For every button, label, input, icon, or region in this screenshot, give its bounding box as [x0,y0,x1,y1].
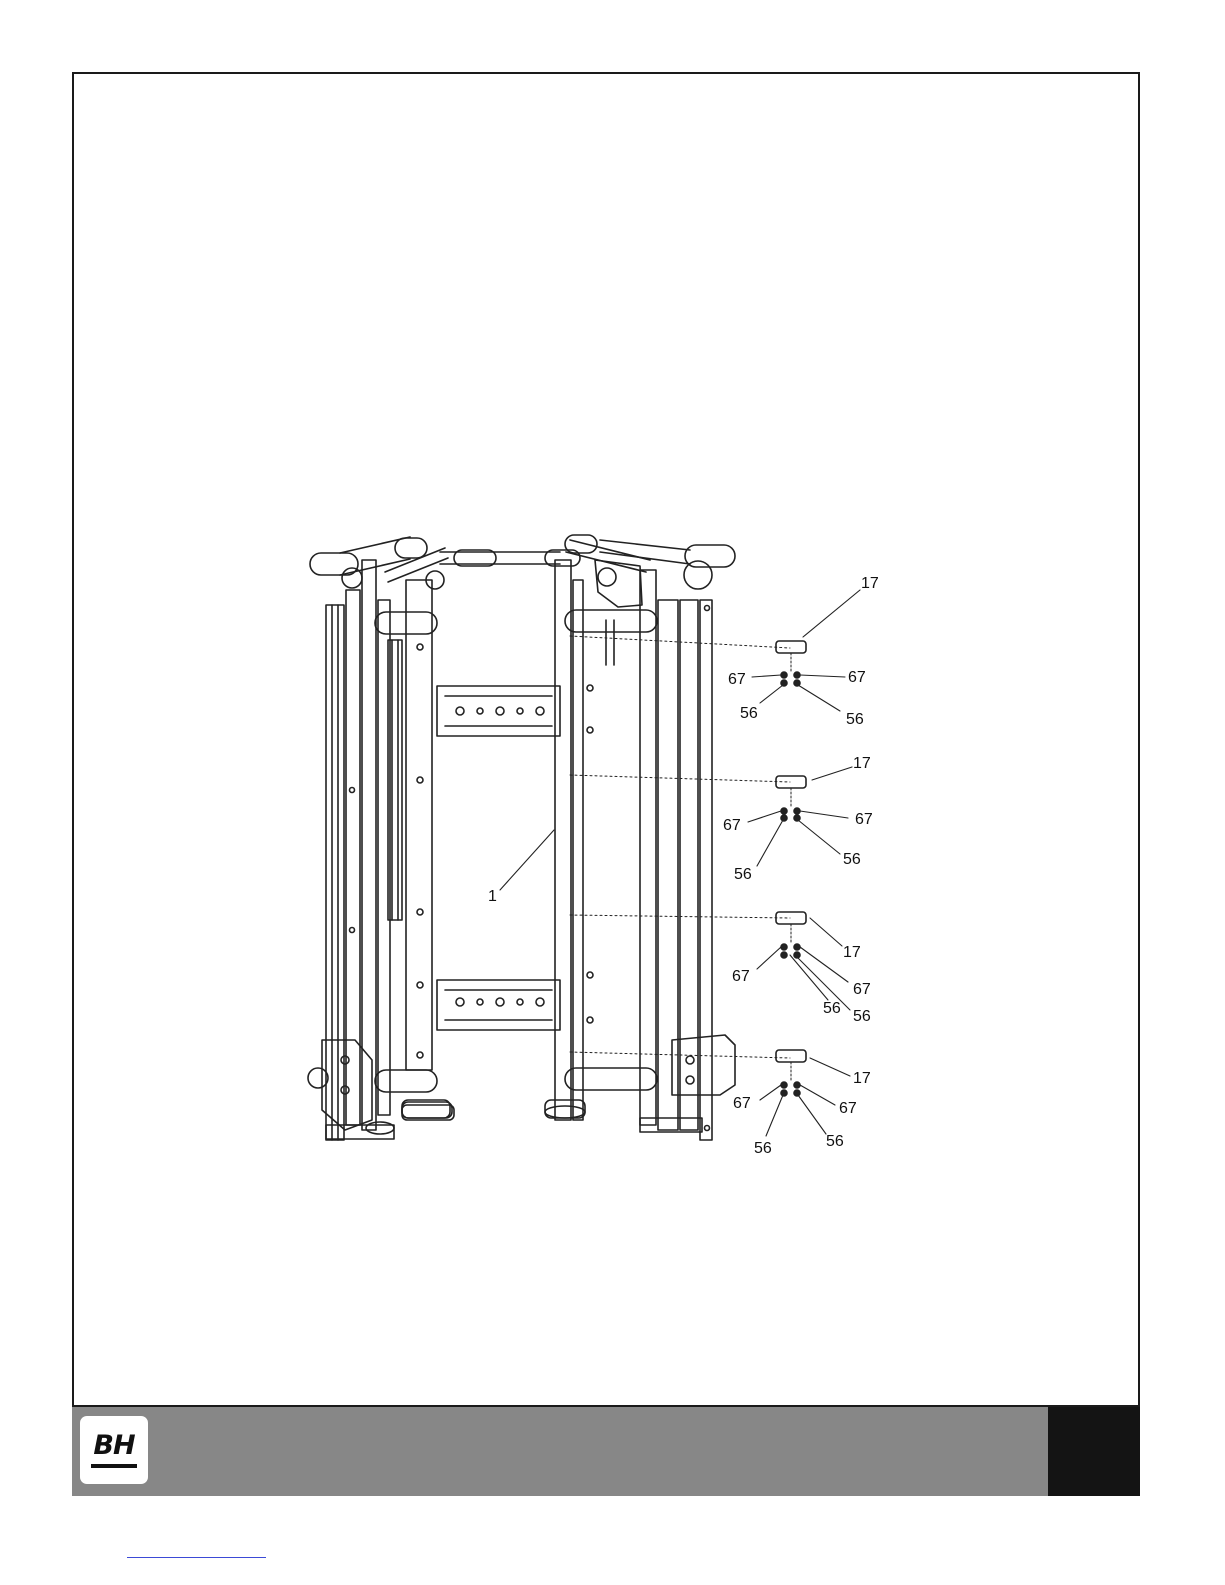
callout-56-h: 56 [826,1133,844,1150]
callout-56-d: 56 [843,851,861,868]
callout-56-c: 56 [734,866,752,883]
callout-67-f: 67 [853,981,871,998]
right-tower [402,560,735,1140]
callout-56-a: 56 [740,705,758,722]
callout-67-g: 67 [733,1095,751,1112]
hardware-group-2 [776,776,806,821]
callout-67-b: 67 [848,669,866,686]
hardware-group-4 [776,1050,806,1096]
top-bars [310,535,735,607]
callout-56-e: 56 [853,1008,871,1025]
callout-67-c: 67 [723,817,741,834]
callout-56-b: 56 [846,711,864,728]
left-tower [308,560,452,1140]
callout-1: 1 [488,888,497,905]
callout-17-d: 17 [853,1070,871,1087]
center-brackets [402,686,560,1120]
link-underline [127,1557,266,1558]
callout-17-b: 17 [853,755,871,772]
brand-logo: BH [80,1416,148,1484]
callout-67-a: 67 [728,671,746,688]
callout-17-a: 17 [861,575,879,592]
callout-67-h: 67 [839,1100,857,1117]
callout-56-f: 56 [823,1000,841,1017]
callout-labels: 17 67 67 56 56 17 67 67 56 56 17 67 67 5… [488,575,879,1157]
callout-17-c: 17 [843,944,861,961]
callout-67-d: 67 [855,811,873,828]
hardware-group-3 [776,912,806,958]
callout-67-e: 67 [732,968,750,985]
logo-underline [91,1464,137,1468]
footer-bar: BH [72,1405,1140,1496]
page-number-block [1048,1407,1140,1496]
callout-56-g: 56 [754,1140,772,1157]
brand-logo-text: BH [80,1430,148,1461]
